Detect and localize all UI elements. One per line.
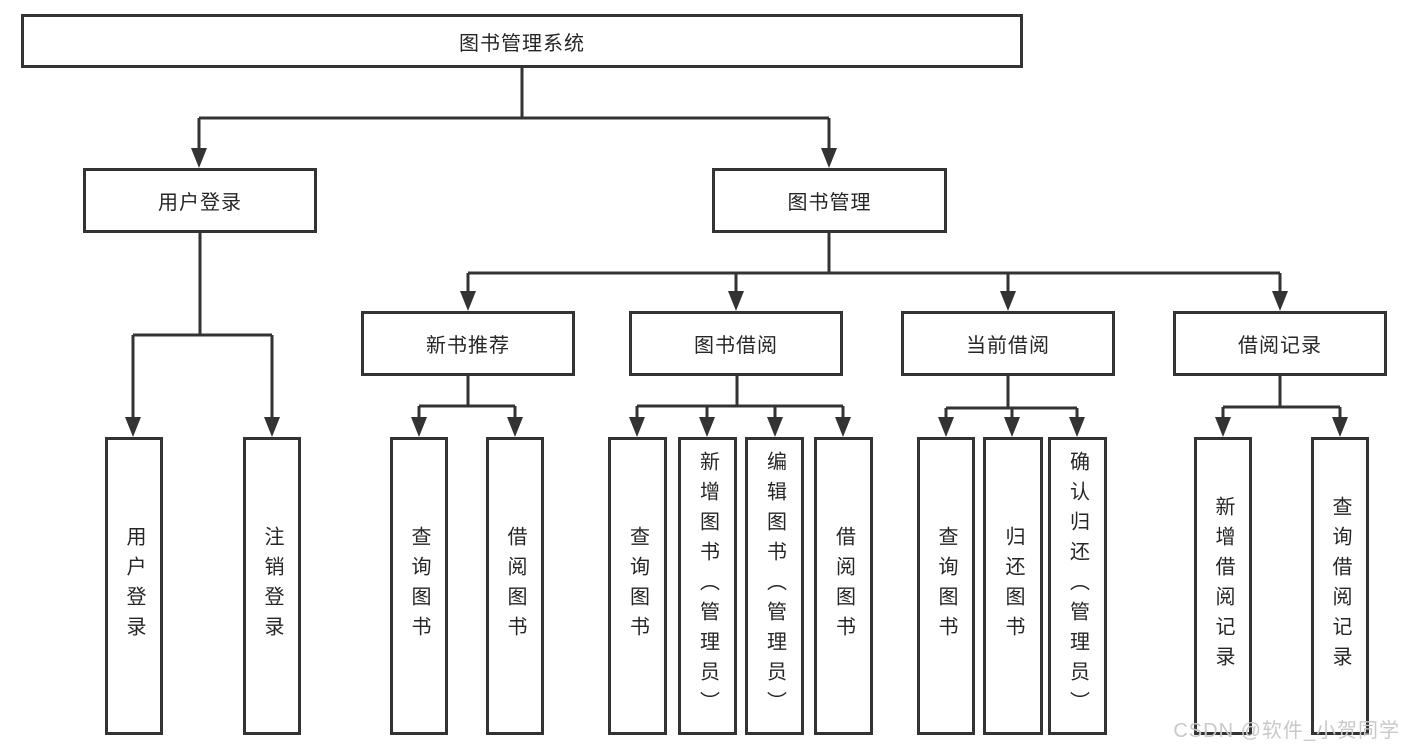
node-label: 图书借阅 — [694, 335, 778, 357]
arrowhead — [1332, 417, 1348, 437]
node-label: 查询图书 — [626, 526, 649, 646]
node-leaf-borrow-books: 借阅图书 — [814, 437, 873, 735]
arrowhead — [938, 417, 954, 437]
arrowhead — [1069, 417, 1085, 437]
arrowhead — [125, 417, 141, 437]
node-label: 编辑图书（管理员） — [763, 451, 786, 721]
node-leaf-edit-books-admin: 编辑图书（管理员） — [745, 437, 804, 735]
edge-mgmt-to-level3 — [466, 233, 1282, 293]
arrowhead — [191, 148, 207, 168]
node-label: 用户登录 — [158, 192, 242, 214]
node-leaf-logout: 注销登录 — [243, 437, 301, 735]
node-user-login: 用户登录 — [83, 168, 317, 233]
node-label: 新书推荐 — [426, 335, 510, 357]
arrowhead — [460, 291, 476, 311]
arrowhead — [411, 417, 427, 437]
arrowhead — [507, 417, 523, 437]
node-leaf-query-books-newbook: 查询图书 — [390, 437, 448, 735]
arrowhead — [1215, 417, 1231, 437]
node-borrow-records: 借阅记录 — [1173, 311, 1387, 376]
arrowhead — [1272, 291, 1288, 311]
node-leaf-query-borrow-record: 查询借阅记录 — [1311, 437, 1369, 735]
arrowhead — [728, 291, 744, 311]
node-label: 归还图书 — [1002, 526, 1024, 646]
node-label: 当前借阅 — [966, 335, 1050, 357]
node-label: 查询图书 — [935, 526, 957, 646]
edge-borrow-to-leaves — [635, 376, 845, 419]
node-book-management: 图书管理 — [712, 168, 947, 233]
node-new-book-recommend: 新书推荐 — [361, 311, 575, 376]
node-root-system: 图书管理系统 — [21, 14, 1023, 68]
node-label: 确认归还（管理员） — [1066, 451, 1089, 721]
node-leaf-return-books: 归还图书 — [983, 437, 1043, 735]
edge-root-to-level2 — [197, 68, 831, 150]
edge-current-to-leaves — [944, 376, 1079, 419]
arrowhead — [835, 417, 851, 437]
node-leaf-query-books-borrow: 查询图书 — [608, 437, 667, 735]
arrowhead — [629, 417, 645, 437]
node-leaf-add-books-admin: 新增图书（管理员） — [678, 437, 737, 735]
arrowhead — [1004, 417, 1020, 437]
arrowhead — [264, 417, 280, 437]
node-label: 图书管理 — [787, 192, 872, 214]
arrowhead — [821, 148, 837, 168]
node-label: 借阅记录 — [1238, 335, 1322, 357]
arrowhead — [767, 417, 783, 437]
arrowhead — [699, 417, 715, 437]
csdn-watermark: CSDN @软件_小贺同学 — [1173, 720, 1400, 742]
node-leaf-borrow-books-newbook: 借阅图书 — [486, 437, 544, 735]
node-label: 查询借阅记录 — [1329, 496, 1351, 676]
node-label: 图书管理系统 — [459, 32, 585, 55]
edge-login-to-leaves — [131, 233, 274, 419]
node-current-borrow: 当前借阅 — [901, 311, 1115, 376]
arrowhead — [1000, 291, 1016, 311]
node-label: 借阅图书 — [504, 526, 526, 646]
node-label: 注销登录 — [261, 526, 283, 646]
node-leaf-confirm-return-admin: 确认归还（管理员） — [1048, 437, 1107, 735]
node-book-borrow: 图书借阅 — [629, 311, 843, 376]
node-leaf-user-login: 用户登录 — [105, 437, 163, 735]
node-leaf-add-borrow-record: 新增借阅记录 — [1194, 437, 1252, 735]
node-leaf-query-books-current: 查询图书 — [917, 437, 975, 735]
node-label: 新增图书（管理员） — [696, 451, 719, 721]
edge-records-to-leaves — [1221, 376, 1342, 419]
node-label: 查询图书 — [408, 526, 430, 646]
edge-newbooks-to-leaves — [417, 376, 517, 419]
node-label: 借阅图书 — [832, 526, 855, 646]
node-label: 新增借阅记录 — [1212, 496, 1234, 676]
node-label: 用户登录 — [123, 526, 145, 646]
